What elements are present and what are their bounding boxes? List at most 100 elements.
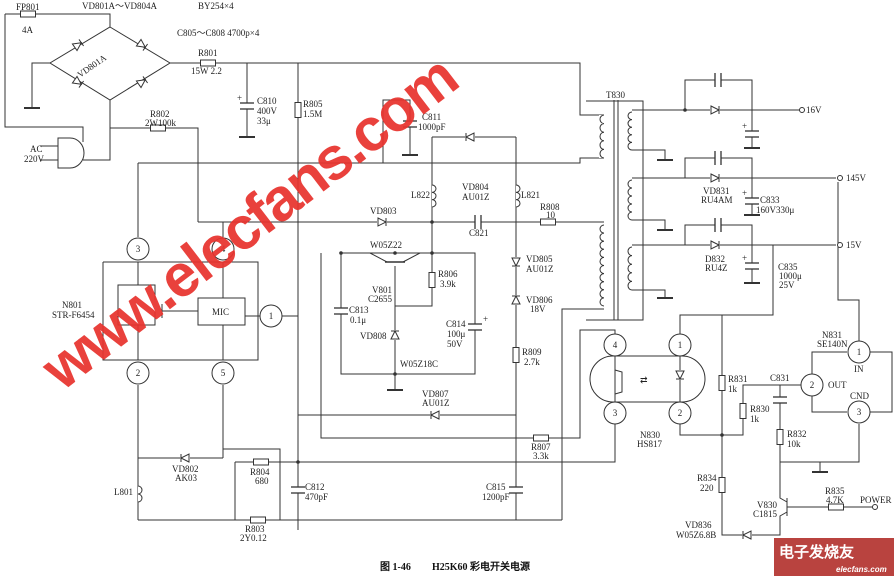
polarity-plus-mark: + [237,93,242,103]
label-mic: MIC [212,307,229,317]
label-vd836: VD836 [685,520,712,530]
label-r834: R834 [697,473,717,483]
n801-pin-4: 4 [211,237,235,261]
bridge-diode-2 [135,38,148,51]
label-r832-val: 10k [787,439,801,449]
c810-capacitor: + [237,93,255,110]
logo-background [774,538,894,576]
label-r803: R803 [245,524,265,534]
r831-resistor [718,375,726,391]
r806-resistor [428,272,436,288]
t830-primary-mask [599,115,604,158]
polarity-plus-mark: + [742,188,747,198]
c815-capacitor [508,486,524,494]
label-t830: T830 [606,90,625,100]
v801-transistor [369,252,421,263]
label-bridge-caps: C805～C808 4700p×4 [177,28,260,38]
label-r835: R835 [825,486,845,496]
label-d832: D832 [705,254,725,264]
pin-number: 3 [136,244,141,254]
label-c835: C835 [778,262,798,272]
label-vd805: VD805 [526,254,553,264]
label-vd803: VD803 [370,206,397,216]
junction-dot [683,108,687,112]
c16v-capacitor [714,72,722,88]
vd803-diode [377,217,388,227]
label-vd836-val: W05Z6.8B [676,530,716,540]
label-n831-in: IN [854,364,864,374]
label-r806-val: 3.9k [440,279,456,289]
label-d832-val: RU4Z [705,263,728,273]
junction-dot [393,251,397,255]
wire [632,219,666,230]
pin-number: 1 [269,311,274,321]
wire [561,308,604,520]
label-vd806-val: 18V [530,304,546,314]
l822-inductor [431,184,437,208]
label-ac: AC [30,144,43,154]
caption-title: H25K60 彩电开关电源 [432,560,530,573]
label-v830: V830 [757,500,777,510]
pin-number: 1 [678,340,683,350]
t830-sec-145v-inductor [627,179,633,221]
junction-dot [296,460,300,464]
pin-number: 4 [613,340,618,350]
vd807-diode [429,410,440,420]
fp801-resistor [20,10,36,18]
label-n831-val: SE140N [817,339,848,349]
label-l821: L821 [521,190,540,200]
vd-16v-diode [710,105,721,115]
c814-capacitor: + [467,314,488,331]
logo-en-text: elecfans.com [836,565,887,574]
terminal-power [872,504,878,510]
junction-dot [339,251,343,255]
n830-phototransistor [614,369,623,395]
label-r808-val: 10 [546,210,556,220]
label-r807: R807 [531,442,551,452]
t830-sec-16v-mask [627,112,632,150]
c831-capacitor [772,396,788,404]
r807-resistor [533,434,549,442]
label-c810: C810 [257,96,277,106]
wire [137,312,156,340]
vd836-diode [741,530,752,540]
n830-led-diode [675,370,685,381]
label-vd808: VD808 [360,331,387,341]
wire [320,253,616,439]
r803-resistor [250,516,266,524]
label-n801-val: STR-F6454 [52,310,95,320]
vd805-diode [511,257,521,268]
n801-pin-3: 3 [126,237,150,261]
label-r802-val: 2W100k [145,118,176,128]
label-power: POWER [860,495,892,505]
wire [395,253,433,307]
label-vd807-val: AU01Z [422,398,450,408]
label-r801: R801 [198,48,218,58]
label-bridge-range: VD801A～VD804A [82,1,157,11]
wire [83,100,111,161]
r808-resistor [540,218,556,226]
label-r830: R830 [750,404,770,414]
vd802-diode [179,453,190,463]
n831-pin-3: 3 [847,400,871,424]
label-r803-val: 2Y0.12 [240,533,267,543]
label-n801: N801 [62,300,82,310]
label-out145: 145V [846,173,867,183]
label-v830-val: C1815 [753,509,778,519]
label-r804-val: 680 [255,476,269,486]
l822-mask [432,185,437,207]
label-vd802-val: AK03 [175,473,197,483]
wire [679,384,801,436]
wire [837,182,860,341]
r802-resistor [150,124,166,132]
label-c835-c: 1000μ [779,271,802,281]
n801-pin-1: 1 [259,304,283,328]
label-c835-v: 25V [779,280,795,290]
terminal-15v [837,242,843,248]
pin-number: 1 [857,347,862,357]
label-c815-val: 1200pF [482,492,510,502]
wire [110,127,199,222]
r834-resistor [718,477,726,493]
